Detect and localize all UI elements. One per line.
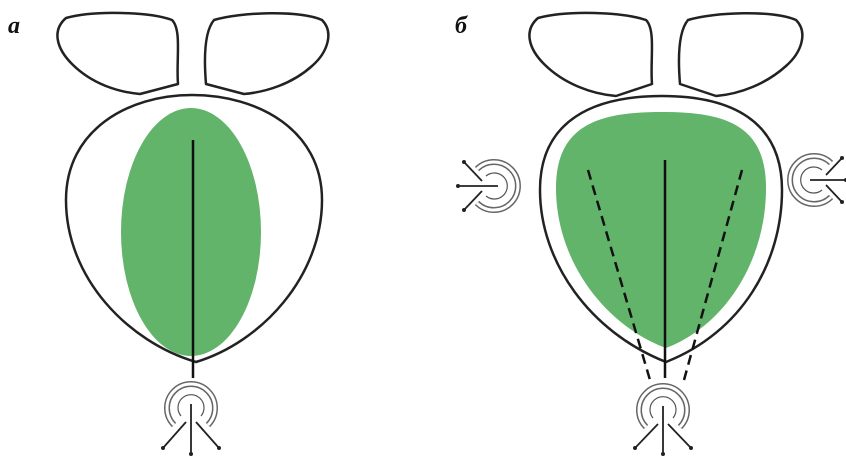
panel-a-left-ear [57,13,178,94]
panel-a-right-ear [205,13,328,94]
panel-b-left-ear [529,13,652,96]
panel-b-right-ear [679,13,802,96]
panel-b-left-sucker-icon [456,160,518,212]
panel-b-right-sucker-icon [790,156,846,204]
panel-a-green-region [121,108,261,356]
panel-a-sucker-icon [161,384,221,456]
panel-a [57,13,328,456]
panel-b-sucker-icon [633,386,693,456]
panel-b [456,13,846,456]
